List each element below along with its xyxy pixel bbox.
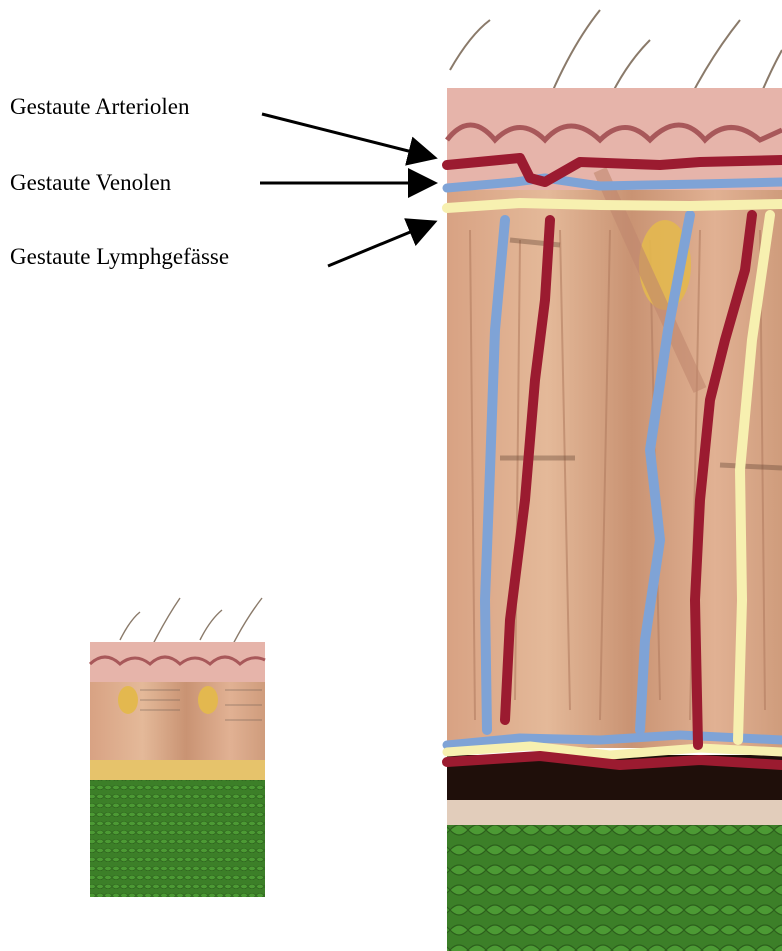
grass-texture xyxy=(447,825,782,951)
small-grass-texture xyxy=(90,780,265,897)
small-fat-layer xyxy=(90,760,265,780)
lymph-top xyxy=(447,203,782,208)
pointer-arrows xyxy=(260,114,432,266)
arrow-lymph xyxy=(328,223,432,266)
small-dermis xyxy=(90,682,265,760)
arrow-arterioles xyxy=(262,114,432,157)
large-skin-section xyxy=(447,10,782,951)
small-gland-right xyxy=(198,686,218,714)
small-skin-section xyxy=(90,598,265,897)
fat-layer xyxy=(447,800,782,825)
small-gland-left xyxy=(118,686,138,714)
